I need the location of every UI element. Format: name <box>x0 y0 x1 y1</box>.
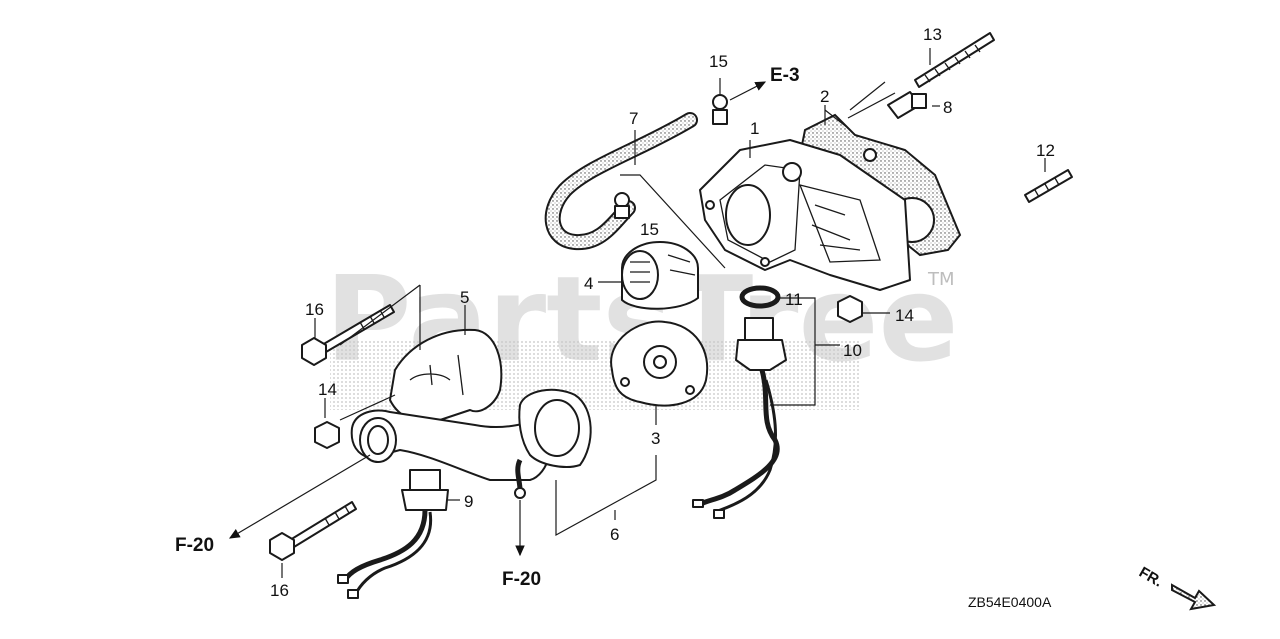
part-9-sensor <box>337 469 449 599</box>
label-part-14-left: 14 <box>318 380 337 399</box>
part-labels: 1 2 3 4 5 6 7 8 9 10 11 12 13 14 14 15 1… <box>270 25 1055 600</box>
part-16-bolt-lower <box>269 501 357 561</box>
part-10-sensor <box>692 317 787 519</box>
part-4-thermostat <box>621 241 699 310</box>
label-part-11: 11 <box>785 290 803 309</box>
part-11-o-ring <box>739 285 781 309</box>
ref-e3: E-3 <box>770 65 800 86</box>
label-part-12: 12 <box>1036 141 1055 160</box>
part-15-clip-lower <box>614 192 630 219</box>
part-7-hose <box>544 112 698 251</box>
label-part-4: 4 <box>584 274 593 293</box>
label-part-7: 7 <box>629 109 638 128</box>
front-label: FR. <box>1136 564 1165 591</box>
label-part-9: 9 <box>464 492 473 511</box>
label-part-1: 1 <box>750 119 759 138</box>
watermark-tm: TM <box>927 269 955 290</box>
leader-lines <box>228 48 1046 578</box>
label-part-16-lower: 16 <box>270 581 289 600</box>
label-part-10: 10 <box>843 341 862 360</box>
front-indicator: FR. <box>1136 564 1217 611</box>
label-part-3: 3 <box>651 429 660 448</box>
label-part-15-upper: 15 <box>709 52 728 71</box>
part-13-stud <box>914 32 995 88</box>
part-5-housing <box>350 328 592 499</box>
ref-f20-bottom: F-20 <box>502 569 541 590</box>
diagram-code: ZB54E0400A <box>968 594 1052 610</box>
label-part-16-upper: 16 <box>305 300 324 319</box>
part-1-housing <box>699 139 911 291</box>
label-part-2: 2 <box>820 87 829 106</box>
label-part-13: 13 <box>923 25 942 44</box>
part-16-bolt-upper <box>301 304 395 366</box>
part-14-nut-left <box>314 421 340 449</box>
part-3-cap <box>610 320 709 407</box>
part-12-stud <box>1024 169 1073 203</box>
reference-labels: E-3 F-20 F-20 <box>175 65 800 590</box>
part-15-clip-upper <box>712 94 728 125</box>
label-part-5: 5 <box>460 288 469 307</box>
part-8-sensor <box>887 91 927 119</box>
label-part-15-lower: 15 <box>640 220 659 239</box>
label-part-8: 8 <box>943 98 952 117</box>
ref-f20-left: F-20 <box>175 535 214 556</box>
part-14-nut-right <box>837 295 863 323</box>
front-arrow-icon <box>1171 583 1217 611</box>
label-part-14-right: 14 <box>895 306 914 325</box>
label-part-6: 6 <box>610 525 619 544</box>
